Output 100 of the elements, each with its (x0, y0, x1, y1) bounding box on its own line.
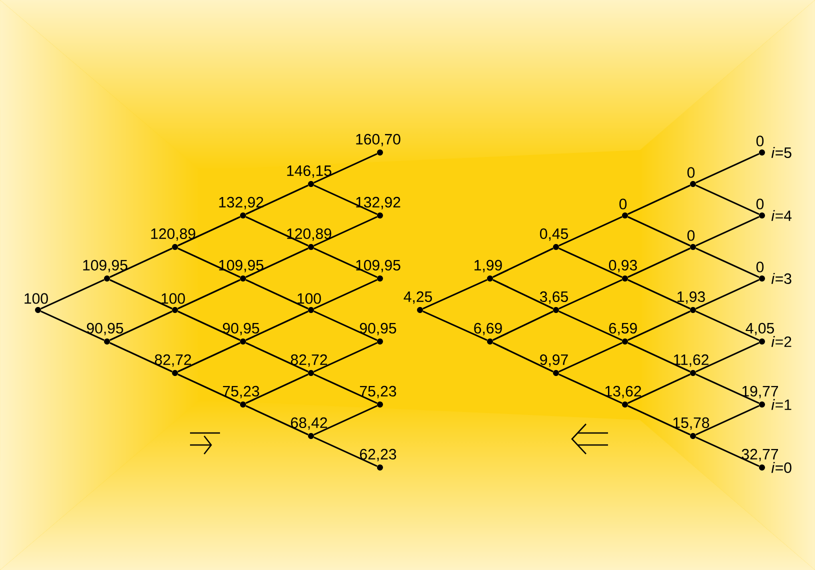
node-label: 75,23 (223, 386, 260, 398)
tree-edge (422, 310, 488, 341)
tree-edge (696, 279, 760, 310)
tree-edge (178, 342, 240, 372)
tree-node: 132,92 (219, 196, 264, 218)
node-label: 100 (298, 293, 321, 304)
node-label: 90,95 (360, 322, 396, 336)
tree-edge (314, 436, 378, 467)
tree-edge (314, 216, 378, 246)
tree-edge (696, 342, 760, 372)
node-label: 19,77 (742, 386, 778, 398)
tree-edge (492, 279, 554, 310)
tree-edge (628, 374, 690, 404)
tree-edge (492, 342, 554, 372)
tree-edge (628, 405, 690, 436)
node-label: 146,15 (287, 165, 332, 178)
node-label: 90,95 (222, 322, 260, 336)
tree-edge (696, 310, 760, 341)
tree-node: 0 (687, 230, 696, 250)
tree-node: 132,92 (356, 196, 400, 218)
tree-edge (110, 279, 172, 310)
tree-node: 6,69 (474, 322, 502, 344)
tree-edge (40, 279, 104, 310)
node-label: 0 (619, 198, 627, 210)
node-label: 120,89 (151, 228, 196, 241)
node-label: 100 (24, 293, 48, 304)
node-label: 0 (687, 167, 695, 178)
tree-node: 13,62 (605, 386, 641, 408)
tree-node: 109,95 (83, 260, 128, 282)
tree-edge (314, 153, 378, 184)
node-label: 3,65 (540, 291, 568, 304)
node-label: 109,95 (219, 260, 264, 272)
tree-node: 160,70 (356, 134, 400, 156)
tree-edge (314, 184, 378, 215)
node-label: 90,95 (86, 322, 124, 336)
tree-edge (178, 374, 240, 404)
level-label: i=0 (771, 462, 792, 473)
tree-edge (628, 310, 690, 341)
tree-edge (628, 342, 690, 372)
tree-node: 11,62 (674, 354, 708, 376)
node-label: 109,95 (83, 260, 128, 272)
node-label: 0 (756, 136, 764, 146)
node-label: 4,25 (404, 291, 432, 304)
node-label: 9,97 (540, 354, 568, 367)
tree-edge (696, 184, 760, 215)
tree-edge (246, 248, 308, 278)
node-label: 100 (162, 293, 185, 304)
node-label: 82,72 (290, 354, 328, 367)
tree-edge (110, 310, 172, 341)
tree-edge (246, 310, 308, 341)
tree-edge (246, 374, 308, 404)
level-label: i=5 (771, 147, 792, 158)
tree-edge (628, 248, 690, 278)
tree-edge (40, 310, 104, 341)
tree-edge (558, 342, 622, 372)
node-label: 6,69 (474, 322, 502, 336)
tree-node: 90,95 (360, 322, 396, 344)
tree-edge (246, 342, 308, 372)
tree-node: 0 (756, 136, 765, 156)
tree-node: 90,95 (222, 322, 260, 344)
tree-edge (314, 342, 378, 372)
tree-edge (628, 279, 690, 310)
tree-node: 0,45 (540, 228, 568, 250)
node-label: 62,23 (360, 448, 396, 462)
tree-edge (178, 310, 240, 341)
tree-node: 1,93 (678, 291, 705, 313)
tree-node: 75,23 (360, 386, 396, 408)
tree-edge (628, 184, 690, 215)
node-label: 75,23 (360, 386, 396, 398)
tree-node: 15,78 (673, 417, 710, 439)
tree-edge (628, 216, 690, 246)
tree-edge (314, 279, 378, 310)
tree-node: 0 (756, 198, 765, 218)
tree-node: 109,95 (219, 260, 264, 282)
level-label: i=2 (771, 336, 792, 347)
tree-node: 146,15 (287, 165, 332, 187)
node-label: 160,70 (356, 134, 400, 146)
node-label: 0 (687, 230, 695, 241)
node-label: 68,42 (291, 417, 328, 430)
tree-edge (110, 342, 172, 372)
tree-edge (314, 310, 378, 341)
node-label: 132,92 (356, 196, 400, 210)
level-label: i=3 (771, 273, 792, 284)
tree-edge (696, 153, 760, 184)
tree-edge (246, 405, 308, 436)
tree-edge (110, 248, 172, 278)
tree-node: 100 (298, 293, 321, 313)
tree-node: 0,93 (608, 260, 637, 282)
node-label: 13,62 (605, 386, 642, 398)
node-label: 11,62 (674, 354, 708, 367)
level-label: i=1 (771, 399, 792, 410)
level-label: i=4 (771, 210, 792, 221)
tree-node: 100 (24, 293, 48, 313)
tree-edge (558, 216, 622, 246)
tree-edge (178, 248, 240, 278)
node-label: 0,45 (540, 228, 568, 241)
node-label: 15,78 (673, 417, 710, 430)
node-label: 0,93 (608, 260, 637, 272)
tree-edge (492, 248, 554, 278)
tree-node: 9,97 (540, 354, 568, 376)
